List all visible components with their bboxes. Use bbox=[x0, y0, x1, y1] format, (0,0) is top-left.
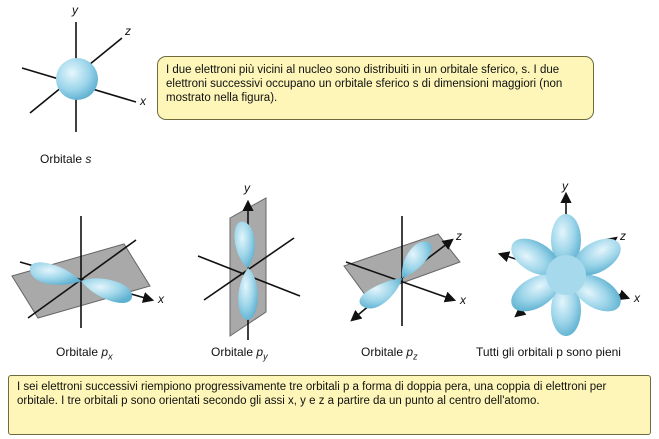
px-caption: Orbitale px bbox=[56, 345, 113, 362]
px-axis-x-label: x bbox=[158, 292, 164, 306]
all-lobe-4 bbox=[573, 274, 621, 312]
all-p-caption: Tutti gli orbitali p sono pieni bbox=[476, 345, 621, 359]
all-axis-z-label: z bbox=[620, 229, 626, 243]
pz-axis-z-label: z bbox=[456, 229, 462, 243]
s-orbital-diagram bbox=[21, 22, 137, 132]
all-lobe-1 bbox=[551, 214, 581, 266]
all-lobe-6 bbox=[511, 274, 559, 312]
s-axis-y-label: y bbox=[72, 3, 78, 17]
py-axis-y-label: y bbox=[244, 181, 250, 195]
pz-orbital-diagram bbox=[343, 216, 461, 326]
pz-caption: Orbitale pz bbox=[361, 345, 418, 362]
s-orbital-sphere bbox=[56, 58, 98, 100]
all-axis-x-label: x bbox=[634, 291, 640, 305]
pz-axis-x-label: x bbox=[460, 293, 466, 307]
all-lobe-3 bbox=[511, 238, 559, 276]
py-lobe-top bbox=[234, 221, 255, 268]
px-orbital-diagram bbox=[11, 216, 155, 328]
px-lobe-left bbox=[29, 262, 81, 285]
px-lobe-right bbox=[81, 278, 132, 304]
all-lobe-5 bbox=[573, 238, 621, 276]
py-lobe-bottom bbox=[238, 268, 258, 320]
all-lobe-2 bbox=[551, 284, 581, 336]
p-orbitals-note: I sei elettroni successivi riempiono pro… bbox=[8, 375, 651, 435]
s-orbital-caption: Orbitale s bbox=[40, 152, 92, 166]
s-axis-x-label: x bbox=[140, 94, 146, 108]
all-axis-y-label: y bbox=[562, 179, 568, 193]
s-axis-z-label: z bbox=[125, 24, 131, 38]
pz-lobe-upper bbox=[401, 241, 432, 278]
px-z-axis bbox=[27, 239, 137, 319]
all-center bbox=[546, 255, 586, 295]
py-orbital-diagram bbox=[197, 197, 301, 340]
all-p-orbitals-diagram bbox=[497, 191, 631, 337]
py-caption: Orbitale py bbox=[211, 345, 268, 362]
s-orbital-note: I due elettroni più vicini al nucleo son… bbox=[157, 56, 594, 120]
pz-lobe-lower bbox=[359, 278, 402, 309]
